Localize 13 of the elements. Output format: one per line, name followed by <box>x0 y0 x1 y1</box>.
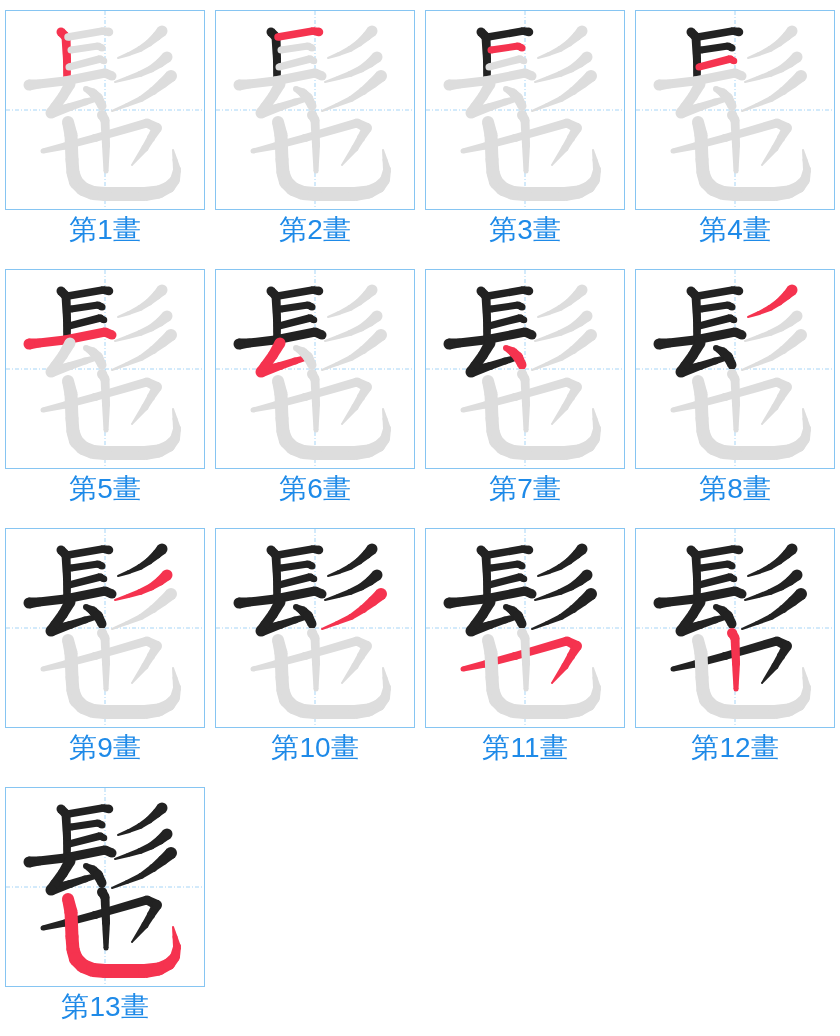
stroke-caption: 第12畫 <box>691 732 779 763</box>
stroke-caption: 第2畫 <box>279 214 351 245</box>
stroke-caption: 第7畫 <box>489 473 561 504</box>
stroke-caption: 第13畫 <box>61 991 149 1022</box>
stroke-caption: 第6畫 <box>279 473 351 504</box>
stroke-caption: 第5畫 <box>69 473 141 504</box>
stroke-caption: 第11畫 <box>482 732 568 763</box>
stroke-caption: 第8畫 <box>699 473 771 504</box>
stroke-caption: 第9畫 <box>69 732 141 763</box>
stroke-caption: 第10畫 <box>271 732 359 763</box>
stroke-caption: 第3畫 <box>489 214 561 245</box>
stroke-caption: 第1畫 <box>69 214 141 245</box>
stroke-caption: 第4畫 <box>699 214 771 245</box>
